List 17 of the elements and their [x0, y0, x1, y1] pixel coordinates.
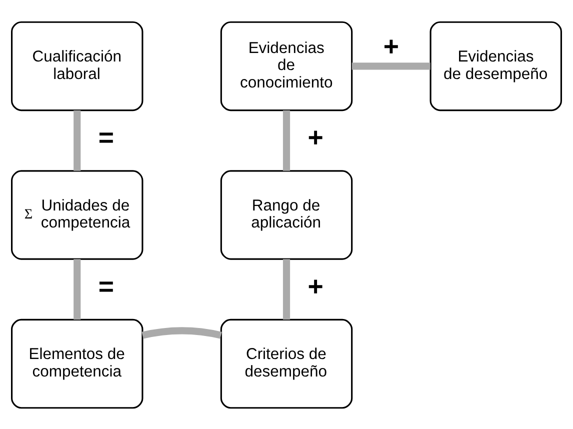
node-box: Rango de aplicación [220, 170, 353, 260]
edge-label: + [308, 122, 324, 152]
connector [74, 258, 81, 320]
connector [282, 258, 290, 320]
edge-label: = [98, 270, 114, 301]
connector [74, 110, 81, 170]
node-box: Cualificación laboral [11, 20, 144, 111]
connector [142, 326, 222, 338]
node-box: Evidencias de desempeño [430, 20, 562, 111]
node-box: Evidencias de conocimiento [220, 20, 353, 111]
edge-label: = [98, 122, 114, 152]
connector [352, 62, 430, 70]
node-box: Elementos de competencia [11, 318, 144, 408]
edge-label: + [383, 30, 399, 61]
node-box: Criterios de desempeño [220, 318, 353, 408]
edge-label: + [308, 270, 324, 301]
connector [282, 110, 290, 170]
